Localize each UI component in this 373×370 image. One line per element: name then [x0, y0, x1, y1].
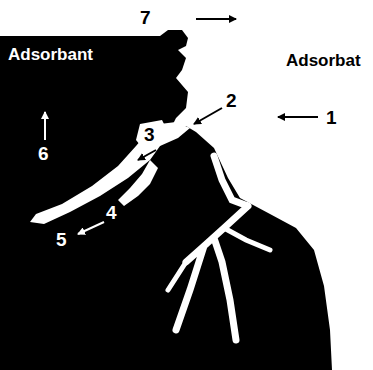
callout-number: 1: [326, 108, 337, 127]
pore-3-area: [136, 120, 168, 150]
callout-number: 4: [106, 203, 117, 222]
arrow-7: [196, 18, 236, 20]
arrow-1: [278, 116, 318, 118]
arrow-2: [194, 108, 222, 124]
arrow-4-5: [78, 222, 104, 234]
material-label: Adsorbant: [8, 46, 93, 63]
arrow-6: [44, 112, 46, 140]
branch-pore-thin: [168, 228, 270, 290]
callout-number: 6: [38, 144, 49, 163]
callout-number: 2: [226, 91, 237, 110]
callout-number: 7: [140, 8, 151, 27]
side-pore: [118, 160, 158, 206]
main-pore: [30, 122, 190, 224]
material-label: Adsorbat: [286, 52, 361, 69]
arrow-3: [138, 150, 156, 160]
branch-pore: [176, 156, 248, 340]
callout-number: 3: [144, 125, 155, 144]
adsorbent-solid: [0, 30, 332, 370]
callout-number: 5: [56, 230, 67, 249]
